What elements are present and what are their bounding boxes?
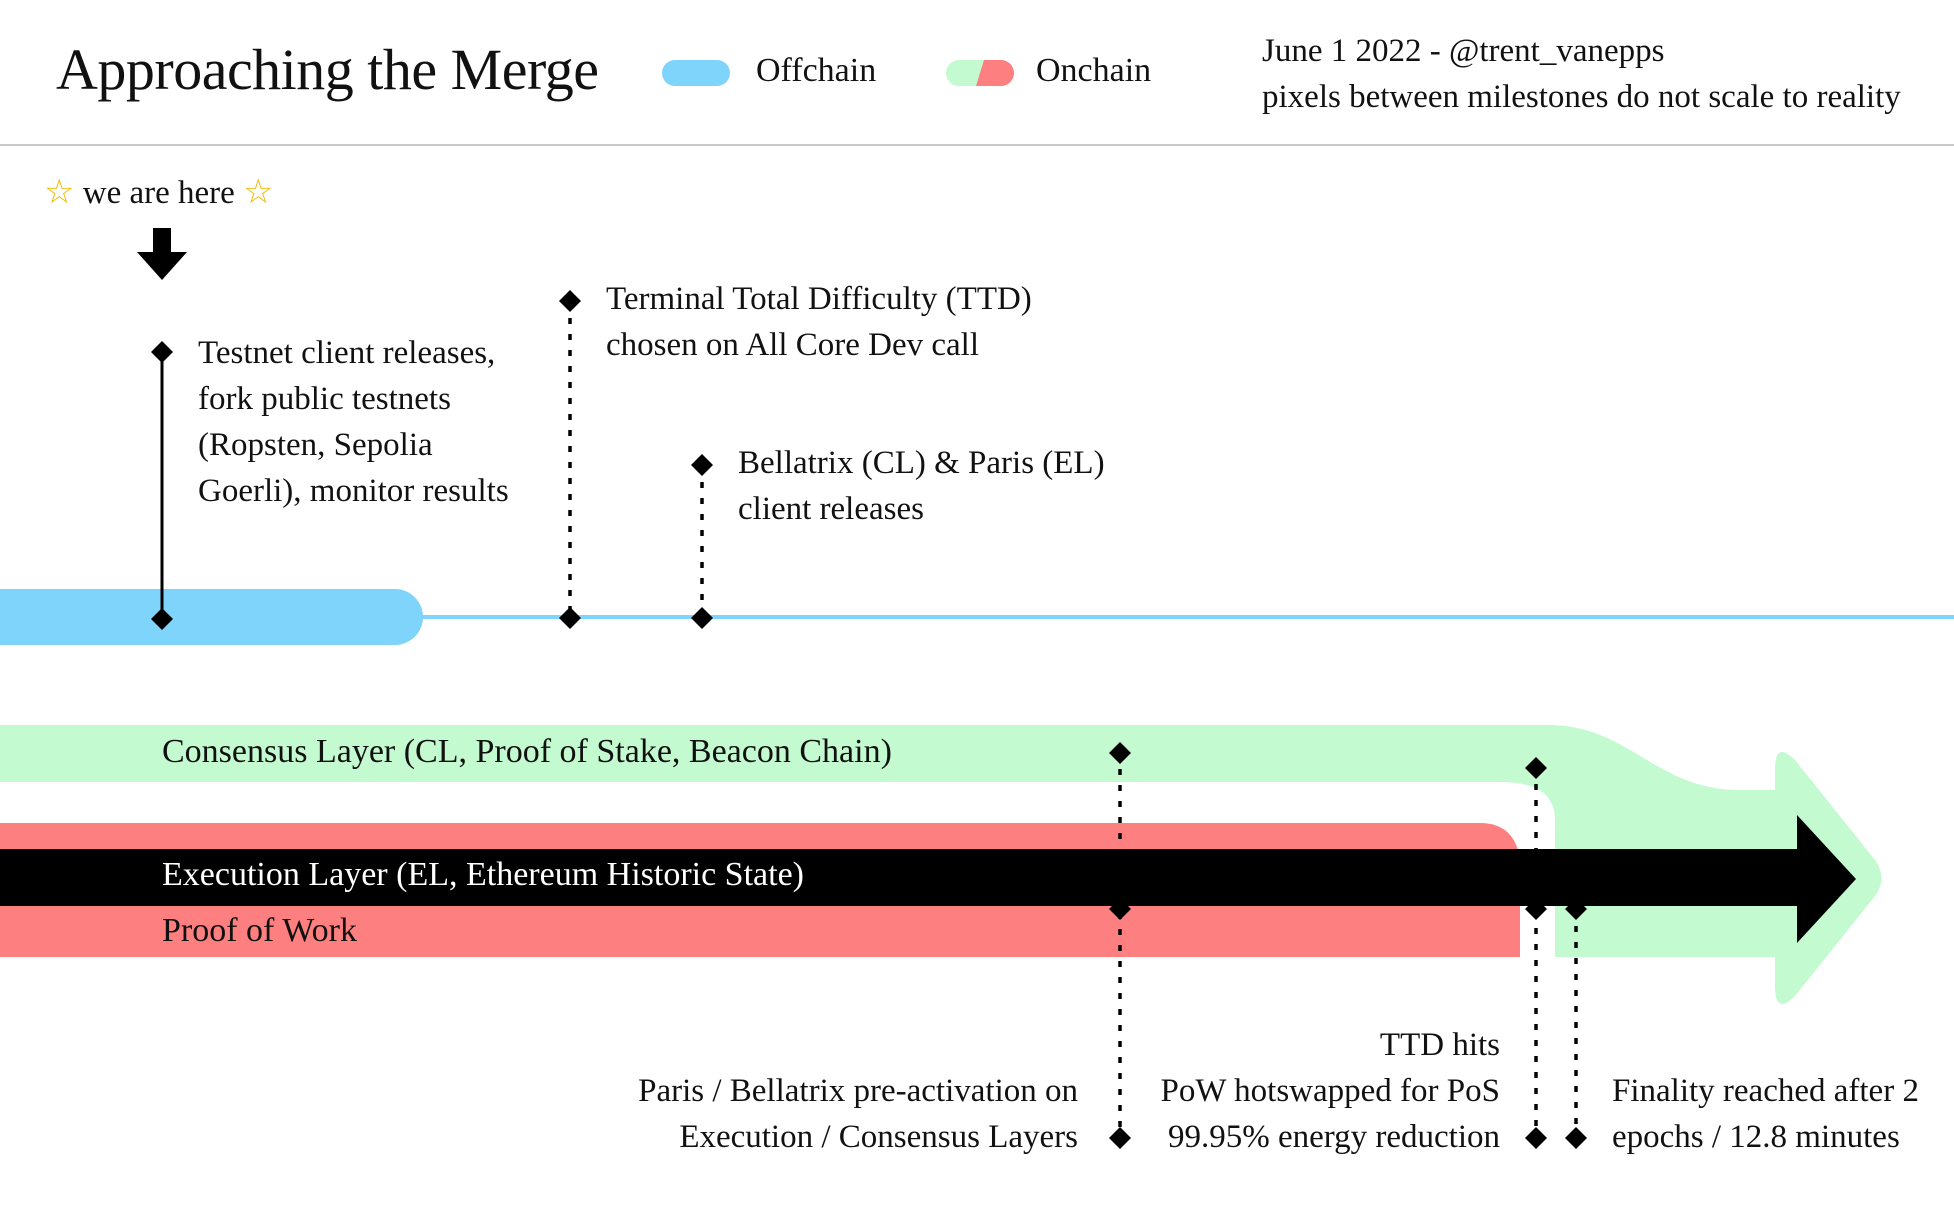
star-icon: ☆ bbox=[44, 174, 75, 211]
finality-diamond-el bbox=[1565, 898, 1587, 920]
offchain-band bbox=[0, 589, 423, 645]
arrow-down-icon bbox=[137, 228, 187, 280]
milestone-ttd-hits-line: 99.95% energy reduction bbox=[1167, 1119, 1500, 1155]
client-releases-diamond-bottom bbox=[691, 607, 713, 629]
milestone-finality: Finality reached after 2 epochs / 12.8 m… bbox=[1612, 1068, 1919, 1160]
preactivation-diamond-el bbox=[1109, 898, 1131, 920]
milestone-preactivation-line: Paris / Bellatrix pre-activation on bbox=[638, 1073, 1078, 1109]
milestone-finality-line: Finality reached after 2 bbox=[1612, 1073, 1919, 1109]
milestone-ttd-hits-line: PoW hotswapped for PoS bbox=[1160, 1073, 1500, 1109]
consensus-layer-band bbox=[0, 725, 1882, 1004]
legend-onchain-label: Onchain bbox=[1036, 52, 1152, 89]
milestone-testnets-line: (Ropsten, Sepolia bbox=[198, 427, 433, 463]
milestone-ttd-hits-line: TTD hits bbox=[1379, 1027, 1500, 1063]
we-are-here-marker: ☆ we are here ☆ bbox=[44, 172, 274, 212]
milestone-ttd-chosen: Terminal Total Difficulty (TTD) chosen o… bbox=[606, 276, 1032, 368]
milestone-testnets-line: fork public testnets bbox=[198, 381, 451, 417]
milestone-client-releases-line: Bellatrix (CL) & Paris (EL) bbox=[738, 445, 1105, 481]
milestone-testnets-line: Testnet client releases, bbox=[198, 335, 496, 371]
proof-of-work-label: Proof of Work bbox=[162, 912, 357, 949]
milestone-ttd-chosen-line: chosen on All Core Dev call bbox=[606, 327, 979, 363]
ttd-hits-diamond-el bbox=[1525, 898, 1547, 920]
credit-note: June 1 2022 - @trent_vanepps pixels betw… bbox=[1262, 28, 1901, 120]
milestone-preactivation: Paris / Bellatrix pre-activation on Exec… bbox=[638, 1068, 1078, 1160]
milestone-testnets: Testnet client releases, fork public tes… bbox=[198, 330, 509, 514]
legend-onchain-swatch bbox=[946, 60, 1014, 86]
ttd-hits-diamond-bottom bbox=[1525, 1127, 1547, 1149]
execution-layer-band bbox=[0, 815, 1856, 943]
milestone-preactivation-line: Execution / Consensus Layers bbox=[679, 1119, 1078, 1155]
milestone-finality-line: epochs / 12.8 minutes bbox=[1612, 1119, 1900, 1155]
testnets-diamond-bottom bbox=[151, 608, 173, 630]
preactivation-diamond-cl bbox=[1109, 742, 1131, 764]
milestone-ttd-hits: TTD hits PoW hotswapped for PoS 99.95% e… bbox=[1161, 1022, 1500, 1160]
ttd-chosen-diamond-top bbox=[559, 290, 581, 312]
client-releases-diamond-top bbox=[691, 454, 713, 476]
finality-diamond-bottom bbox=[1565, 1127, 1587, 1149]
testnets-diamond-top bbox=[151, 341, 173, 363]
preactivation-diamond-bottom bbox=[1109, 1127, 1131, 1149]
consensus-layer-label: Consensus Layer (CL, Proof of Stake, Bea… bbox=[162, 733, 892, 770]
milestone-ttd-chosen-line: Terminal Total Difficulty (TTD) bbox=[606, 281, 1032, 317]
star-icon: ☆ bbox=[243, 174, 274, 211]
we-are-here-label: we are here bbox=[82, 175, 235, 211]
execution-layer-label: Execution Layer (EL, Ethereum Historic S… bbox=[162, 856, 804, 893]
legend-offchain-swatch bbox=[662, 60, 730, 86]
ttd-hits-diamond-cl bbox=[1525, 757, 1547, 779]
milestone-client-releases-line: client releases bbox=[738, 491, 924, 527]
credit-line-date: June 1 2022 - @trent_vanepps bbox=[1262, 33, 1665, 69]
milestone-testnets-line: Goerli), monitor results bbox=[198, 473, 509, 509]
milestone-client-releases: Bellatrix (CL) & Paris (EL) client relea… bbox=[738, 440, 1105, 532]
credit-line-scale: pixels between milestones do not scale t… bbox=[1262, 79, 1901, 115]
legend-offchain-label: Offchain bbox=[756, 52, 877, 89]
page-title: Approaching the Merge bbox=[56, 37, 599, 102]
ttd-chosen-diamond-bottom bbox=[559, 607, 581, 629]
